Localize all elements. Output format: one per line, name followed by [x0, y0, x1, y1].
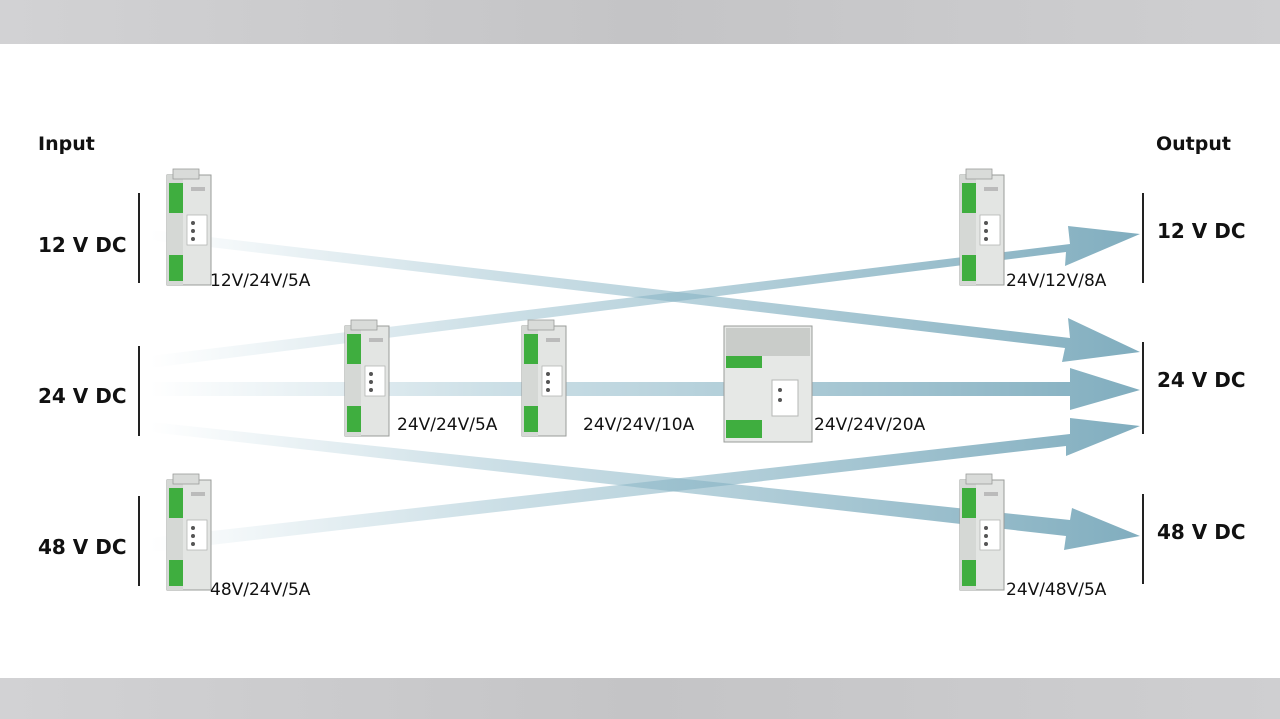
arrow-24-to-12	[150, 226, 1140, 368]
module-12v-24v-5a	[166, 168, 212, 286]
input-header: Input	[38, 133, 95, 155]
arrow-24-to-24	[150, 368, 1140, 410]
module-label-48v-24v-5a: 48V/24V/5A	[210, 580, 311, 600]
output-bar-12v	[1142, 193, 1144, 283]
module-label-24v-24v-5a: 24V/24V/5A	[397, 415, 498, 435]
arrow-48-to-24	[150, 418, 1140, 552]
module-label-24v-24v-20a: 24V/24V/20A	[814, 415, 926, 435]
output-bar-48v	[1142, 494, 1144, 584]
module-24v-48v-5a	[959, 473, 1005, 591]
input-24v-label: 24 V DC	[38, 384, 127, 408]
module-label-24v-12v-8a: 24V/12V/8A	[1006, 271, 1107, 291]
output-12v-label: 12 V DC	[1157, 219, 1246, 243]
output-24v-label: 24 V DC	[1157, 368, 1246, 392]
input-bar-24v	[138, 346, 140, 436]
input-12v-label: 12 V DC	[38, 233, 127, 257]
input-bar-12v	[138, 193, 140, 283]
module-label-12v-24v-5a: 12V/24V/5A	[210, 271, 311, 291]
module-24v-24v-20a	[723, 325, 813, 443]
module-label-24v-24v-10a: 24V/24V/10A	[583, 415, 695, 435]
input-48v-label: 48 V DC	[38, 535, 127, 559]
output-48v-label: 48 V DC	[1157, 520, 1246, 544]
module-label-24v-48v-5a: 24V/48V/5A	[1006, 580, 1107, 600]
output-header: Output	[1156, 133, 1231, 155]
module-24v-12v-8a	[959, 168, 1005, 286]
input-bar-48v	[138, 496, 140, 586]
bottom-band	[0, 678, 1280, 719]
output-bar-24v	[1142, 342, 1144, 434]
module-24v-24v-10a	[521, 319, 567, 437]
module-48v-24v-5a	[166, 473, 212, 591]
module-24v-24v-5a	[344, 319, 390, 437]
top-band	[0, 0, 1280, 44]
